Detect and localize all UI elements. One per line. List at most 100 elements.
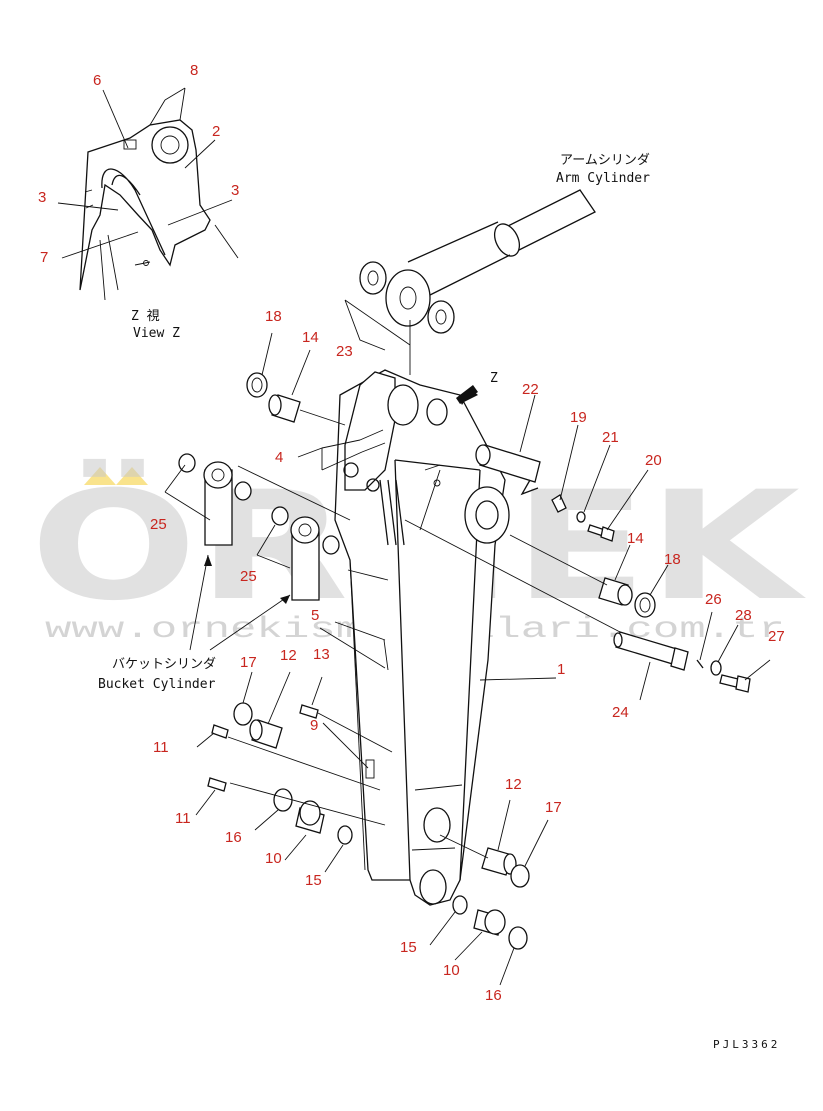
arm-bottom-boss [419,869,447,905]
callout-20: 20 [645,452,662,469]
arm-top-boss [464,486,510,544]
arm-cylinder-end [493,223,521,257]
callout-19: 19 [570,409,587,426]
callout-10b: 10 [443,962,460,979]
callout-24: 24 [612,704,629,721]
view-z-inset: Z 視 View Z [57,87,239,341]
inset-bolt [143,260,149,266]
callout-9: 9 [310,717,318,734]
bucket-cylinder-eye-a [203,461,233,489]
ring-18a [246,372,268,398]
callout-16b: 16 [485,987,502,1004]
leaders-left-lower [195,671,393,873]
bucket-cylinder-en: Bucket Cylinder [98,677,216,692]
centerline-24 [404,519,621,633]
leaders-26-28-27 [699,611,771,681]
leader-9 [322,722,369,769]
view-z-en: View Z [133,326,180,341]
leader-3b [167,199,233,226]
ring-17a [233,702,253,726]
pin-22-tab [520,479,539,496]
part-22-pin [475,394,541,496]
watermark-accent-left [84,467,116,485]
part-24 [404,519,689,701]
callout-11b: 11 [175,810,191,827]
leader-1 [479,677,557,681]
ring-17b [510,864,530,888]
arm-cylinder-rod [407,221,511,301]
arm-cylinder-jp: アームシリンダ [560,153,650,168]
clip-9 [365,759,375,779]
washer-25b-left [271,506,289,526]
bucket-cylinder-eye-b [290,516,320,544]
ring-15b [452,895,468,915]
arm-mid-boss [423,807,451,843]
callout-16a: 16 [225,829,242,846]
leader-24 [639,661,651,701]
washer-21 [576,511,586,523]
inset-detail-lines [84,189,151,301]
leader-2 [184,139,216,169]
leader-3a [57,202,119,211]
view-z-jp: Z 視 [131,309,160,324]
right-lower-parts [429,799,549,986]
callout-23: 23 [336,343,353,360]
bolts-4 [359,429,386,453]
bolt-20-head [600,526,615,542]
view-z-arrow: Z [456,371,498,405]
bracket-eye [387,384,419,426]
callout-27: 27 [768,628,785,645]
ring-16a [273,788,293,812]
callout-2: 2 [212,123,220,140]
leader-6 [102,89,129,149]
hose-guide-5 [379,479,405,546]
part-20 [587,469,649,542]
arrow-z-label: Z [490,371,498,386]
leaders-bucket-cylinder [189,554,291,651]
callout-13: 13 [313,646,330,663]
parts-26-28-27 [696,611,771,693]
leader-23 [344,299,411,375]
part-4-bolts [297,429,386,471]
left-lower-parts [195,671,393,873]
shim-19 [551,494,567,513]
leader-18b [649,564,669,596]
leader-21 [583,444,611,513]
washer-23-right [427,300,455,334]
callout-28: 28 [735,607,752,624]
callout-17b: 17 [545,799,562,816]
leader-14b [509,534,631,586]
callout-8: 8 [190,62,198,79]
callout-12b: 12 [505,776,522,793]
callout-3a: 3 [38,189,46,206]
leader-7 [61,231,139,259]
hose-lines [347,569,389,671]
bolt-27-head [735,675,751,693]
callout-3b: 3 [231,182,239,199]
inset-hose-guide [101,168,166,256]
callout-11a: 11 [153,739,169,756]
leaders-right-lower [429,799,549,986]
washer-25a-right [234,481,252,501]
leader-5 [319,621,386,669]
callout-26: 26 [705,591,722,608]
ring-18b [634,592,656,618]
callout-12a: 12 [280,647,297,664]
arrow-bucket-b [280,595,290,604]
callout-14a: 14 [302,329,319,346]
callout-25b: 25 [240,568,257,585]
arm-cylinder: アームシリンダ Arm Cylinder [385,153,650,327]
part-numbers: 6 8 2 3 3 7 18 14 23 4 22 19 21 20 14 18… [38,62,785,1004]
washer-28 [710,660,722,676]
callout-7: 7 [40,249,48,266]
arm-top-boss-hole [475,500,499,530]
arm-cylinder-eye [385,269,431,327]
fitting-11a [211,724,229,739]
washer-23-left [359,261,387,295]
leader-22 [519,394,536,453]
callout-4: 4 [275,449,283,466]
callout-5: 5 [311,607,319,624]
part-14-right [509,534,633,606]
ring-16b [508,926,528,950]
ring-15a [337,825,353,845]
